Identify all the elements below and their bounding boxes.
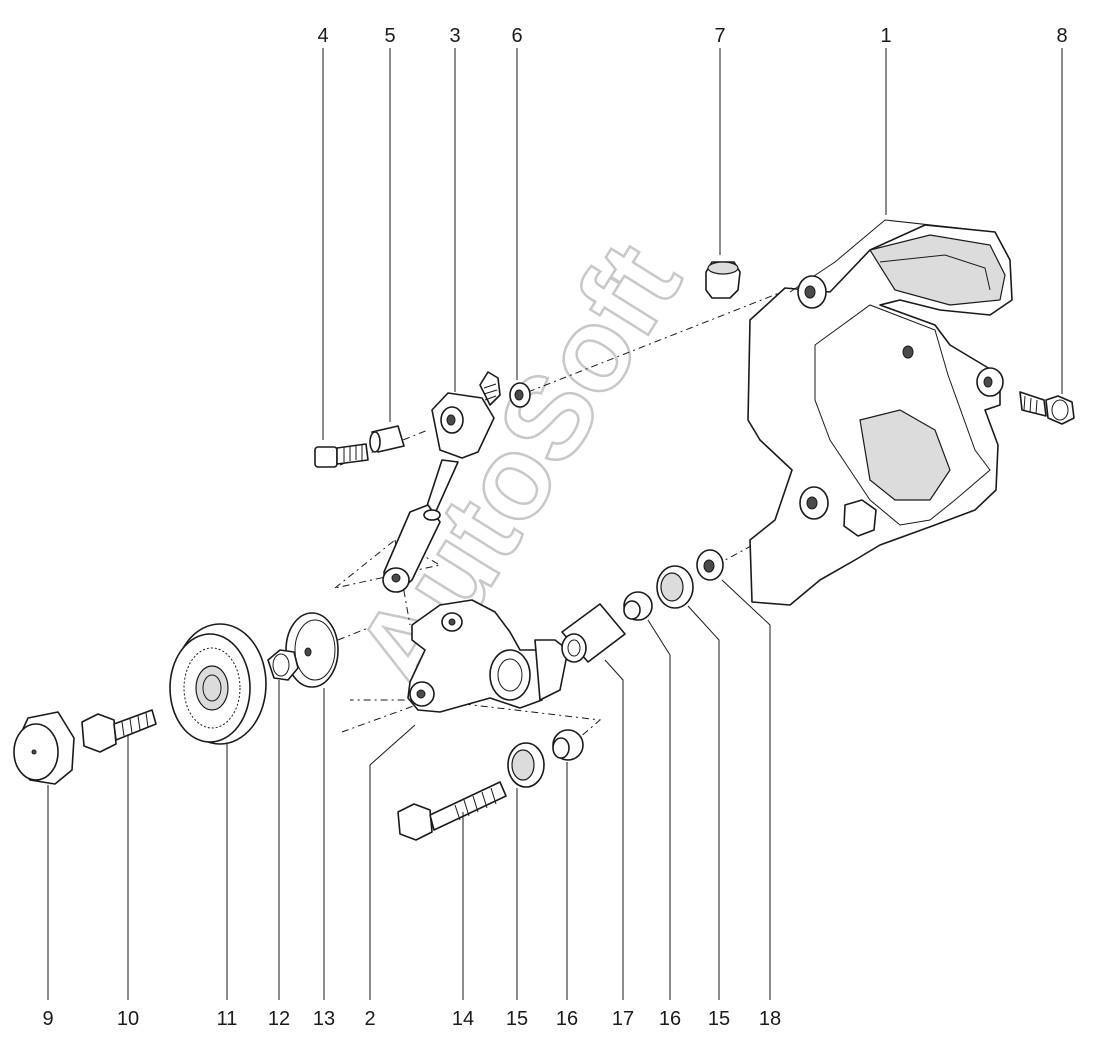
part-15-seal-lower (507, 742, 545, 788)
callout-3: 3 (449, 25, 460, 47)
part-16-bushing-upper (623, 591, 653, 621)
part-18-washer (696, 549, 724, 581)
part-11-pulley (169, 623, 267, 745)
watermark: AutoSoft (330, 221, 706, 713)
part-3-tensioner (382, 371, 501, 593)
callout-4: 4 (317, 25, 328, 47)
part-9-cap (13, 711, 75, 785)
part-10-bolt (81, 709, 157, 753)
callout-16-upper: 16 (659, 1008, 681, 1030)
callout-1: 1 (880, 25, 891, 47)
part-12-bushing (267, 649, 299, 681)
part-17-sleeve (561, 603, 626, 663)
callout-11: 11 (217, 1008, 238, 1030)
top-labels: 4 5 3 6 7 1 8 (317, 25, 1067, 47)
callout-14: 14 (452, 1008, 474, 1030)
callout-12: 12 (268, 1008, 290, 1030)
part-6-washer (509, 382, 531, 408)
part-15-seal-upper (656, 565, 694, 609)
callout-16-lower: 16 (556, 1008, 578, 1030)
callout-15-lower: 15 (506, 1008, 528, 1030)
callout-8: 8 (1056, 25, 1067, 47)
callout-15-upper: 15 (708, 1008, 730, 1030)
part-2-arm (407, 599, 569, 713)
callout-7: 7 (714, 25, 725, 47)
leader-lines (47, 48, 1063, 1000)
callout-6: 6 (511, 25, 522, 47)
callout-9: 9 (42, 1008, 53, 1030)
callout-5: 5 (384, 25, 395, 47)
callout-2: 2 (364, 1008, 375, 1030)
callout-13: 13 (313, 1008, 335, 1030)
part-1-bracket (747, 219, 1013, 606)
part-13-cover (285, 612, 339, 688)
bottom-labels: 9 10 11 12 13 2 14 15 16 17 16 15 18 (42, 1008, 781, 1030)
part-4-bolt (314, 443, 369, 468)
callout-17: 17 (612, 1008, 634, 1030)
part-16-bushing-lower (552, 729, 584, 761)
part-8-bolt (1019, 391, 1075, 425)
callout-18: 18 (759, 1008, 781, 1030)
part-14-bolt (397, 781, 507, 841)
part-5-spacer (369, 425, 405, 453)
callout-10: 10 (117, 1008, 139, 1030)
part-7-bushing (705, 261, 741, 299)
